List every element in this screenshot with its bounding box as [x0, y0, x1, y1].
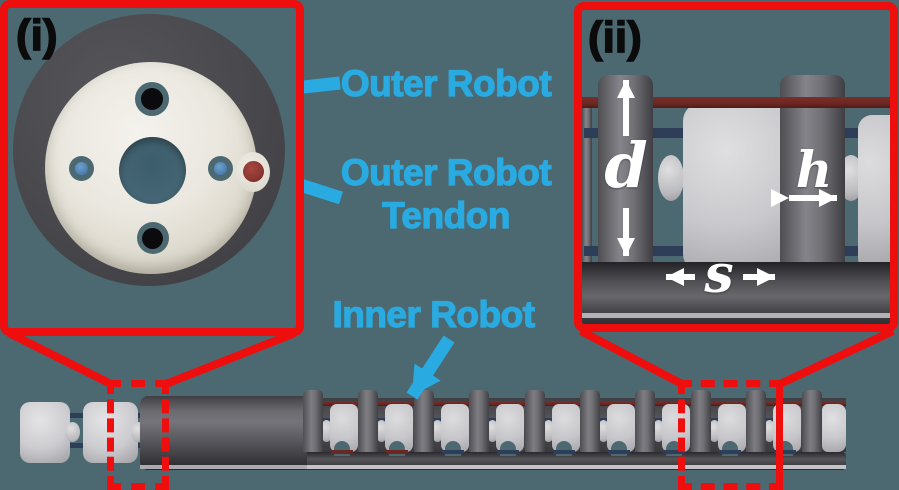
outer-robot-ring-post — [469, 390, 490, 452]
outer-robot-tendon-label-line1: Outer Robot — [340, 151, 552, 193]
bellows-waist-knob — [541, 420, 555, 442]
bellows-bay — [430, 400, 469, 457]
bellows-bay — [541, 400, 580, 457]
outer-robot-ring-post — [358, 390, 379, 452]
outer-robot-ring-post — [635, 390, 656, 452]
inner-robot-waist-knob — [65, 422, 80, 442]
lower-tendon-segment — [774, 450, 797, 454]
callout-line — [579, 327, 684, 388]
bellows-waist-knob — [658, 155, 684, 201]
callout-line — [778, 327, 895, 388]
callout-box-left — [107, 380, 169, 490]
bellows-waist-knob — [763, 420, 777, 442]
outer-robot-ring-post — [524, 390, 545, 452]
bellows-bay — [597, 400, 635, 457]
outer-robot-tendon-label-line2: Tendon — [381, 194, 511, 236]
outer-robot-ring-post — [746, 390, 767, 452]
outer-robot-tendon-line — [307, 401, 846, 406]
outer-robot-tendon-line — [582, 97, 890, 108]
tube-bottom-wall — [307, 452, 846, 470]
inner-robot-arrow — [406, 335, 455, 400]
bellows-waist-knob — [597, 420, 610, 442]
inner-robot-end-segment — [822, 404, 846, 452]
dim-label-h: h — [795, 140, 833, 199]
lower-tendon-segment — [441, 450, 464, 454]
callout-box-right — [678, 380, 783, 490]
outer-robot-ring-post — [580, 390, 600, 452]
outer-robot-ring-post — [303, 390, 323, 452]
bellows-waist-knob — [486, 420, 500, 442]
bellows-waist-knob — [375, 420, 389, 442]
top-hole — [141, 88, 163, 110]
outer-robot-ring-post — [582, 100, 592, 263]
lower-tendon-segment — [497, 450, 520, 454]
dim-label-s: s — [704, 244, 734, 305]
panel-i-tag: (i) — [15, 11, 58, 61]
callout-line — [164, 329, 297, 388]
outer-robot-tendon-label: Outer Robot Tendon — [331, 151, 561, 237]
inner-robot-bellows-segment — [683, 103, 790, 272]
lower-tendon-segment — [608, 450, 630, 454]
inner-robot-bellows-segment — [858, 115, 890, 272]
callout-line — [7, 329, 113, 388]
outer-robot-ring-post — [413, 390, 434, 452]
inner-robot-open-section — [303, 390, 846, 470]
lower-tendon-segment — [718, 450, 741, 454]
lower-tendon-segment — [552, 450, 575, 454]
bottom-hole — [142, 228, 163, 249]
bellows-bay — [707, 400, 746, 457]
bellows-waist-knob — [320, 420, 333, 442]
lower-tendon-segment — [663, 450, 686, 454]
bellows-waist-knob — [430, 420, 444, 442]
panel-ii-tag: (ii) — [587, 13, 642, 63]
bellows-waist-knob — [652, 420, 666, 442]
tube-bottom-wall — [582, 262, 890, 324]
outer-robot-label: Outer Robot — [340, 63, 552, 104]
dim-label-d: d — [604, 129, 648, 202]
panel-i: (i) — [0, 0, 304, 336]
bellows-bay — [320, 400, 358, 457]
outer-robot-tendon-dot — [243, 161, 264, 182]
outer-robot-ring-post — [801, 390, 822, 452]
right-tendon-pin — [214, 162, 227, 175]
bellows-waist-knob — [707, 420, 721, 442]
left-tendon-pin — [75, 162, 88, 175]
lower-tendon-segment — [386, 450, 409, 454]
outer-robot-ring-post — [690, 390, 711, 452]
bellows-bay — [652, 400, 691, 457]
lower-tendon-segment — [331, 450, 353, 454]
bellows-bay — [375, 400, 414, 457]
bellows-bay — [486, 400, 525, 457]
panel-ii: d h s (ii) — [574, 2, 898, 332]
inner-robot-tip-segment — [20, 402, 70, 463]
center-hole — [119, 137, 186, 204]
inner-robot-label: Inner Robot — [332, 294, 536, 335]
